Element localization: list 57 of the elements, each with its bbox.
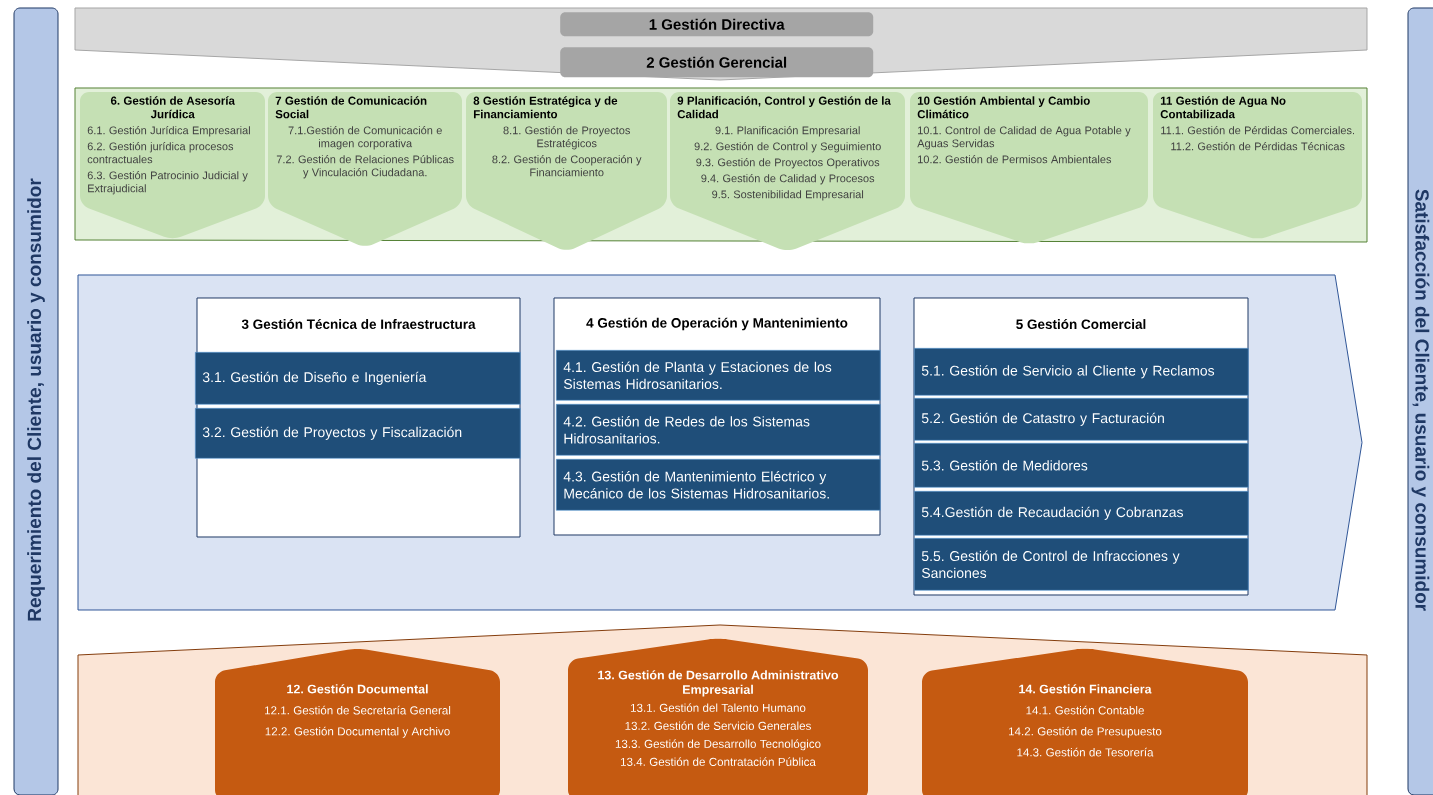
subprocess-item: 13.1. Gestión del Talento Humano [630, 703, 806, 712]
subprocess-item: 14.1. Gestión Contable [1026, 705, 1144, 715]
process-title: 11 Gestión de Agua No Contabilizada [1160, 96, 1286, 119]
process-title: 10 Gestión Ambiental y Cambio Climático [917, 96, 1090, 119]
subprocess-box: 5.5. Gestión de Control de Infracciones y Sanciones [914, 538, 1249, 591]
side-arrow-band: Requerimiento del Cliente, usuario y consumidor [13, 7, 59, 795]
subprocess-item: 12.2. Gestión Documental y Archivo [265, 726, 450, 738]
subprocess-item: 9.1. Planificación Empresarial [715, 126, 860, 137]
process-pentagon [910, 92, 1148, 244]
subprocess-item: 9.4. Gestión de Calidad y Procesos [701, 174, 875, 185]
side-arrow-band: Satisfacción del Cliente, usuario y consumidor [1407, 7, 1433, 795]
subprocess-box: 5.2. Gestión de Catastro y Facturación [914, 398, 1249, 441]
subprocess-box: 5.4.Gestión de Recaudación y Cobranzas [914, 491, 1249, 536]
subprocess-box: 4.3. Gestión de Mantenimiento Eléctrico y Mecánico de los Sistemas Hidrosanitarios. [556, 459, 881, 511]
process-pentagon [268, 92, 462, 246]
subprocess-box: 4.1. Gestión de Planta y Estaciones de los Sistemas Hidrosanitarios. [556, 350, 881, 401]
process-title: 7 Gestión de Comunicación Social [275, 96, 427, 119]
level-bar: 1 Gestión Directiva [560, 12, 874, 37]
subprocess-item: 11.2. Gestión de Pérdidas Técnicas [1171, 142, 1345, 151]
subprocess-box: 3.2. Gestión de Proyectos y Fiscalización [195, 408, 521, 459]
subprocess-item: 9.3. Gestión de Proyectos Operativos [696, 158, 880, 169]
subprocess-item: 8.1. Gestión de Proyectos Estratégicos [503, 126, 630, 150]
level-bar: 2 Gestión Gerencial [560, 47, 874, 78]
subprocess-item: 7.1.Gestión de Comunicación e imagen corporativa [288, 126, 442, 150]
process-title: 9 Planificación, Control y Gestión de la Calidad [677, 96, 891, 119]
process-house [922, 648, 1248, 795]
subprocess-item: 13.2. Gestión de Servicio Generales [625, 721, 811, 730]
subprocess-item: 9.2. Gestión de Control y Seguimiento [694, 142, 881, 153]
subprocess-item: 13.4. Gestión de Contratación Pública [620, 757, 816, 766]
subprocess-item: 14.3. Gestión de Tesorería [1017, 747, 1154, 757]
subprocess-item: 7.2. Gestión de Relaciones Públicas y Vinculación Ciudadana. [276, 155, 454, 179]
subprocess-item: 9.5. Sostenibilidad Empresarial [712, 190, 864, 201]
process-title: 13. Gestión de Desarrollo Administrativo Empresarial [598, 670, 839, 697]
subprocess-item: 6.1. Gestión Jurídica Empresarial [87, 126, 250, 137]
subprocess-item: 14.2. Gestión de Presupuesto [1009, 726, 1162, 738]
subprocess-item: 10.1. Control de Calidad de Agua Potable y Aguas Servidas [917, 126, 1131, 150]
subprocess-item: 12.1. Gestión de Secretaría General [265, 705, 451, 715]
process-pentagon [1153, 92, 1362, 239]
process-title: 12. Gestión Documental [287, 684, 428, 694]
subprocess-item: 6.2. Gestión jurídica procesos contractuales [87, 142, 234, 164]
process-title: 8 Gestión Estratégica y de Financiamiento [473, 96, 618, 119]
process-pentagon [466, 92, 667, 250]
process-title: 14. Gestión Financiera [1019, 684, 1152, 694]
subprocess-item: 11.1. Gestión de Pérdidas Comerciales. [1161, 126, 1354, 135]
process-pentagon [80, 92, 265, 239]
subprocess-box: 5.3. Gestión de Medidores [914, 443, 1249, 488]
subprocess-item: 13.3. Gestión de Desarrollo Tecnológico [615, 739, 821, 751]
subprocess-item: 6.3. Gestión Patrocinio Judicial y Extrajudicial [87, 171, 248, 195]
subprocess-box: 4.2. Gestión de Redes de los Sistemas Hidrosanitarios. [556, 404, 881, 456]
subprocess-item: 8.2. Gestión de Cooperación y Financiamiento [492, 155, 642, 177]
subprocess-box: 3.1. Gestión de Diseño e Ingeniería [195, 352, 521, 405]
subprocess-item: 10.2. Gestión de Permisos Ambientales [918, 155, 1112, 164]
process-house [568, 638, 868, 795]
process-house [215, 648, 500, 795]
process-title: 6. Gestión de Asesoría Jurídica [110, 96, 235, 119]
process-pentagon [670, 92, 905, 251]
subprocess-box: 5.1. Gestión de Servicio al Cliente y Reclamos [914, 348, 1249, 396]
